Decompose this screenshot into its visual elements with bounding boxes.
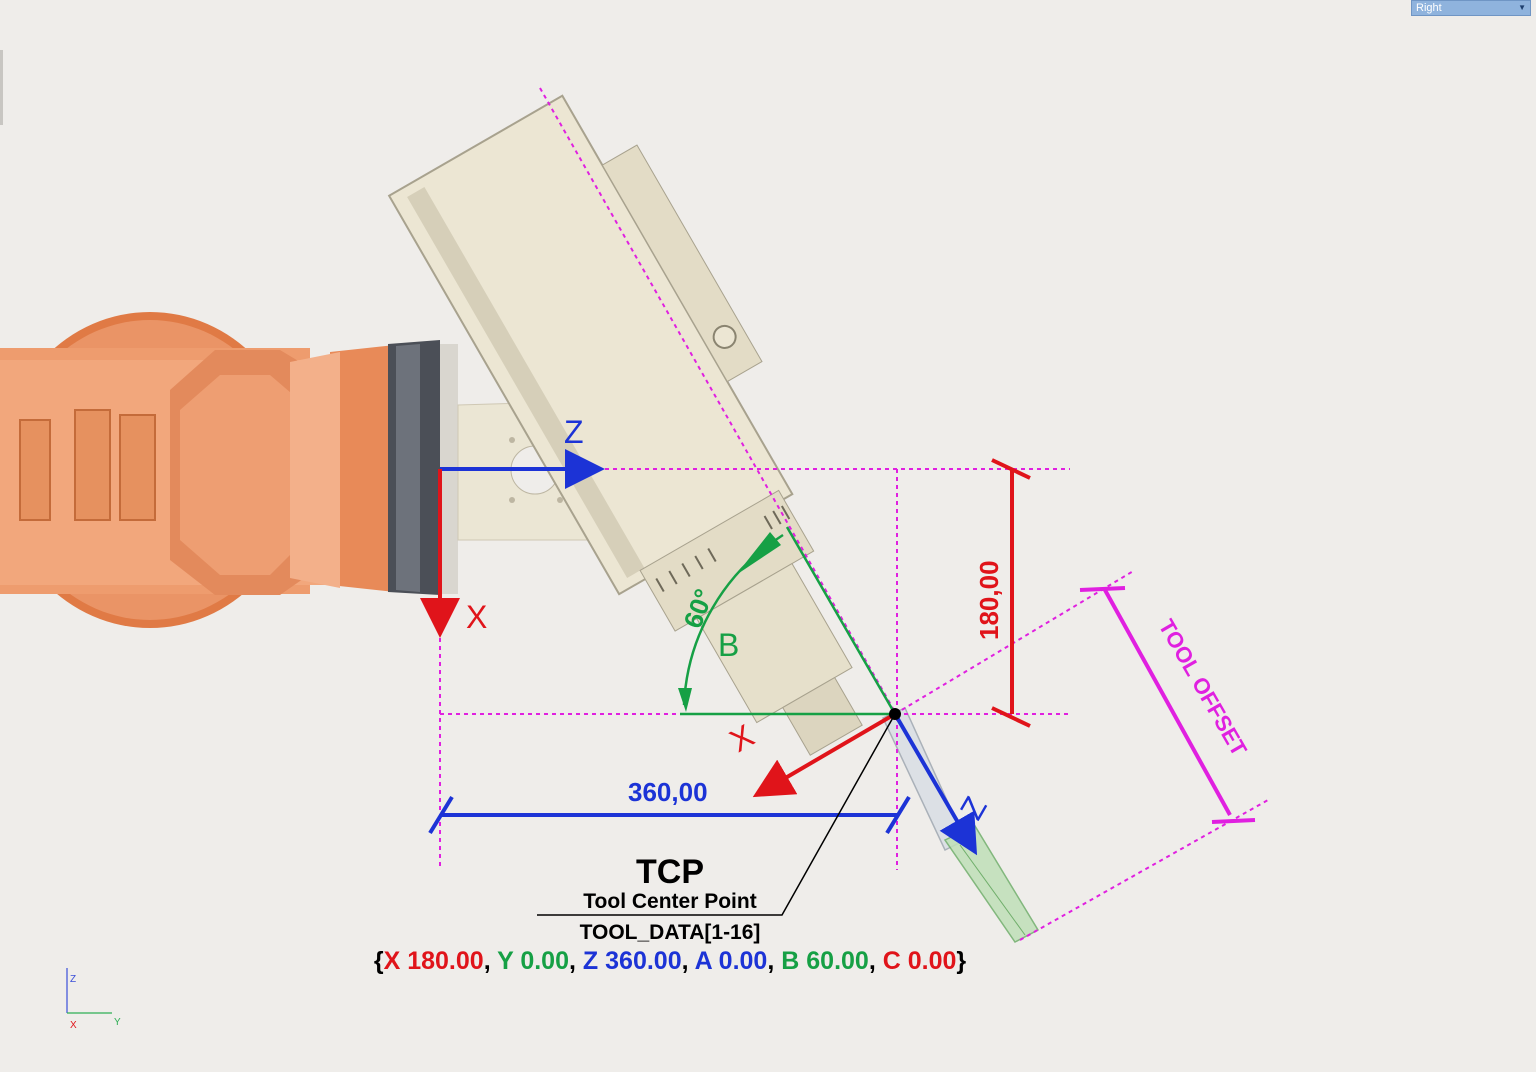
coord-y: Y 0.00 <box>497 947 569 975</box>
robot-arm <box>0 312 458 628</box>
coord-sep: , <box>569 947 583 975</box>
vertical-dimension <box>991 458 1031 728</box>
base-z-label: Z <box>564 414 584 450</box>
tool-frame-axes <box>752 712 978 856</box>
triad-x-label: X <box>70 1020 77 1031</box>
chevron-down-icon: ▼ <box>1518 3 1526 12</box>
coord-sep: , <box>767 947 782 975</box>
view-selector-value: Right <box>1416 2 1442 14</box>
coord-a: A 0.00 <box>694 947 768 975</box>
spindle-motor <box>387 94 863 756</box>
tcp-coordinates: {X 180.00, Y 0.00, Z 360.00, A 0.00, B 6… <box>300 947 1040 976</box>
tool-offset-dimension <box>1079 586 1256 824</box>
close-brace: } <box>956 947 967 975</box>
tcp-title: TCP <box>636 853 704 891</box>
triad-z-label: Z <box>70 974 76 985</box>
b-angle-indicator <box>678 526 897 716</box>
b-axis-label: B <box>718 627 739 663</box>
coord-z: Z 360.00 <box>582 947 682 975</box>
tool-data-label: TOOL_DATA[1-16] <box>579 921 761 944</box>
viewport-edge <box>0 50 3 125</box>
vertical-dimension-label: 180,00 <box>974 560 1004 640</box>
tool-offset-label: TOOL OFFSET <box>1154 615 1253 761</box>
view-selector-dropdown[interactable]: Right ▼ <box>1411 0 1531 16</box>
orientation-triad: Z X Y <box>66 968 121 1031</box>
base-frame-axes <box>420 449 605 638</box>
coord-sep: , <box>868 947 883 975</box>
coord-x: X 180.00 <box>383 947 484 975</box>
tcp-subtitle: Tool Center Point <box>583 890 757 913</box>
triad-y-label: Y <box>114 1017 121 1028</box>
tool-x-label: X <box>724 717 760 759</box>
tool-z-label: Z <box>953 791 994 826</box>
coord-sep: , <box>681 947 695 975</box>
horizontal-dimension-label: 360,00 <box>628 777 708 807</box>
horizontal-dimension <box>428 795 911 835</box>
coord-sep: , <box>483 947 498 975</box>
coord-b: B 60.00 <box>781 947 869 975</box>
open-brace: { <box>373 947 384 975</box>
base-x-label: X <box>466 599 487 635</box>
tcp-marker <box>537 708 901 916</box>
coord-c: C 0.00 <box>882 947 957 975</box>
